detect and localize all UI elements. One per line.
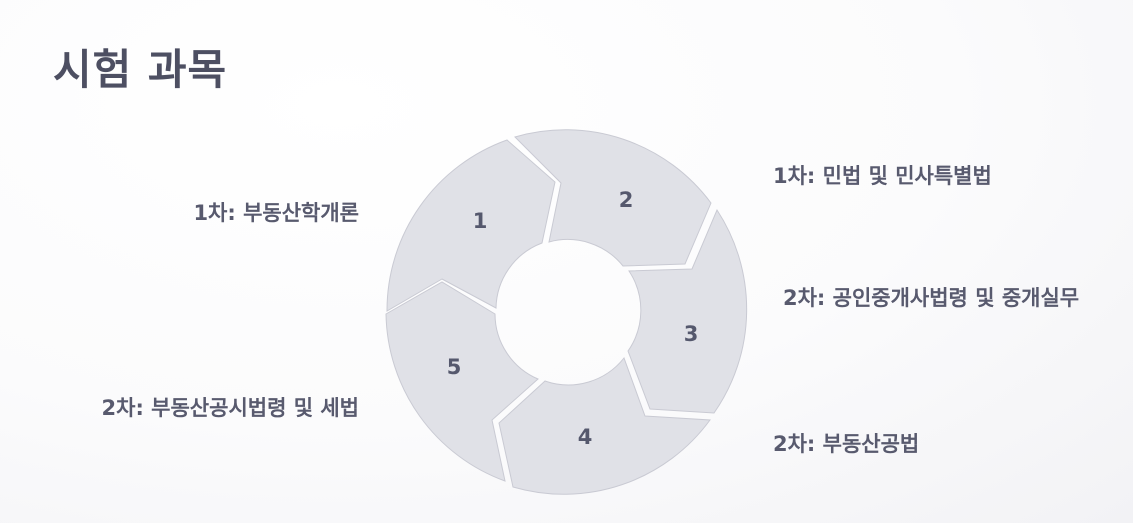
segment-label-5: 2차: 부동산공시법령 및 세법 bbox=[101, 396, 359, 420]
segment-label-2: 1차: 민법 및 민사특별법 bbox=[773, 164, 992, 188]
cycle-segment-4 bbox=[498, 356, 711, 495]
segment-label-4: 2차: 부동산공법 bbox=[773, 432, 920, 456]
page-title: 시험 과목 bbox=[53, 45, 228, 94]
segment-label-3: 2차: 공인중개사법령 및 중개실무 bbox=[783, 286, 1080, 310]
cycle-segment-5 bbox=[385, 281, 539, 482]
segment-number-2: 2 bbox=[619, 188, 634, 212]
cycle-segment-2 bbox=[514, 129, 712, 267]
cycle-segment-3 bbox=[627, 208, 748, 414]
segment-label-1: 1차: 부동산학개론 bbox=[193, 201, 359, 225]
segment-number-4: 4 bbox=[578, 425, 593, 449]
cycle-segment-1 bbox=[386, 139, 556, 312]
segment-number-5: 5 bbox=[447, 355, 462, 379]
segment-number-3: 3 bbox=[684, 322, 699, 346]
segment-number-1: 1 bbox=[473, 209, 488, 233]
